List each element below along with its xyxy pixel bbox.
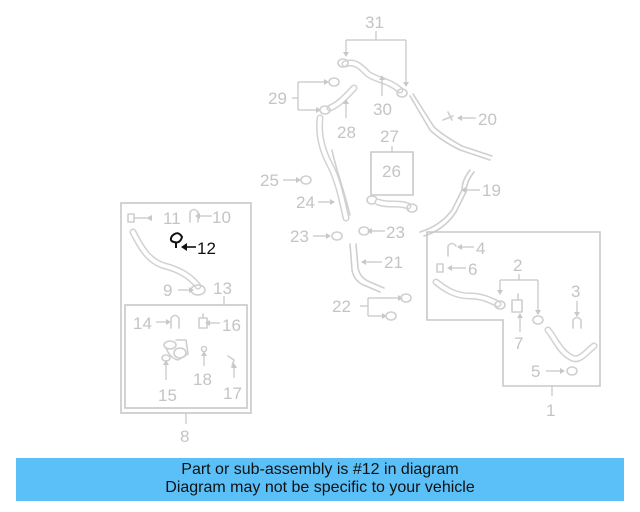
label-15: 15 <box>158 386 177 405</box>
label-13: 13 <box>213 279 232 298</box>
label-9: 9 <box>163 281 172 300</box>
info-banner: Part or sub-assembly is #12 in diagram D… <box>16 458 624 501</box>
label-22: 22 <box>332 297 351 316</box>
label-25: 25 <box>260 171 279 190</box>
hose-part-3 <box>544 316 598 363</box>
pipe-part-24 <box>316 114 351 222</box>
parts-diagram: 8 13 11 10 12 9 14 16 <box>120 13 601 446</box>
label-24: 24 <box>296 193 315 212</box>
hose-part-17 <box>227 355 237 378</box>
banner-line-1: Part or sub-assembly is #12 in diagram <box>181 461 459 478</box>
fitting-part-2 <box>511 293 544 325</box>
bolt-part-20 <box>442 111 476 121</box>
clamp-part-22a <box>400 293 412 303</box>
label-5: 5 <box>531 362 540 381</box>
cap-part-23-left <box>331 231 343 241</box>
label-20: 20 <box>478 110 497 129</box>
clip-part-4 <box>447 242 474 257</box>
label-26: 26 <box>382 162 401 181</box>
label-16: 16 <box>222 316 241 335</box>
label-8: 8 <box>180 427 189 446</box>
pipe-fitting-part <box>163 339 189 361</box>
clip-part-10 <box>189 208 212 223</box>
label-30: 30 <box>373 100 392 119</box>
label-12: 12 <box>197 239 216 258</box>
label-1: 1 <box>546 401 555 420</box>
clamp-part-6 <box>436 263 466 273</box>
cap-part-5 <box>566 366 578 376</box>
pipe-part-19 <box>409 93 493 237</box>
hose-part-1 <box>432 278 506 310</box>
label-18: 18 <box>193 370 212 389</box>
label-23-right: 23 <box>386 223 405 242</box>
label-27: 27 <box>380 127 399 146</box>
label-14: 14 <box>133 314 152 333</box>
assembly-box-8 <box>120 202 252 414</box>
valve-part-16 <box>198 313 220 329</box>
label-7: 7 <box>514 334 523 353</box>
label-11: 11 <box>163 209 181 228</box>
clamp-part-12 <box>169 232 196 251</box>
assembly-box-1 <box>426 231 601 387</box>
label-17: 17 <box>223 384 242 403</box>
hose-part-31 <box>337 58 408 98</box>
label-28: 28 <box>337 123 356 142</box>
hose-part-left <box>129 228 202 290</box>
label-4: 4 <box>476 239 485 258</box>
pipe-part-21 <box>349 243 385 293</box>
label-3: 3 <box>571 282 580 301</box>
clip-part-14 <box>156 314 180 329</box>
clamp-part-22b <box>385 311 397 321</box>
label-31: 31 <box>365 13 384 32</box>
hose-part-29 <box>319 77 358 115</box>
label-2: 2 <box>513 256 522 275</box>
label-23-left: 23 <box>290 227 309 246</box>
label-21: 21 <box>384 253 403 272</box>
bolt-part-18 <box>200 345 208 366</box>
assembly-box-13 <box>124 304 248 409</box>
label-29: 29 <box>268 89 287 108</box>
label-10: 10 <box>212 208 231 227</box>
cap-part-9 <box>178 284 206 296</box>
hose-part-26 <box>366 195 418 213</box>
cap-part-25 <box>300 175 312 185</box>
banner-line-2: Diagram may not be specific to your vehi… <box>165 479 475 496</box>
label-19: 19 <box>482 181 501 200</box>
oring-part-15 <box>161 354 171 380</box>
clamp-part-11 <box>127 213 152 223</box>
label-6: 6 <box>468 260 477 279</box>
